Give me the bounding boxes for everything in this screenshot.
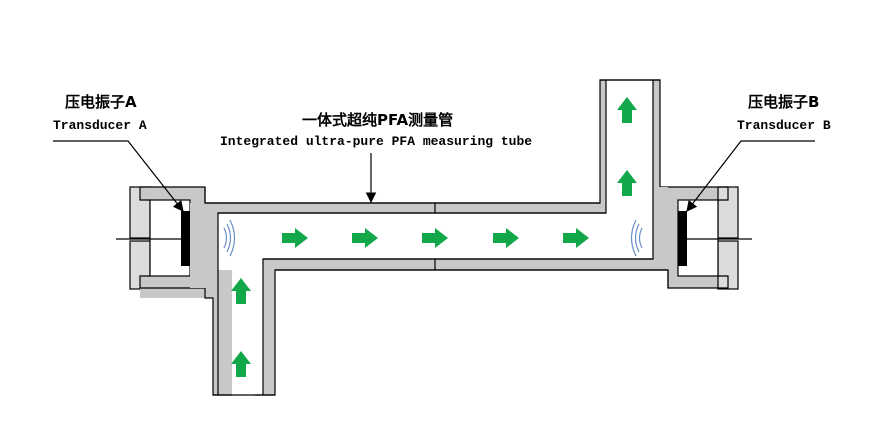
ultrasonic-wave-icon [223,219,236,257]
flow-arrow-icon [617,97,637,123]
leader-line-transducer-b [686,140,815,212]
flow-arrow-icon [563,228,589,248]
tube-label-en: Integrated ultra-pure PFA measuring tube [220,134,532,149]
transducer-b-element [678,211,687,266]
flow-arrow-icon [231,351,251,377]
transducer-a-label-en: Transducer A [53,118,147,133]
transducer-b-label-en: Transducer B [737,118,831,133]
transducer-b-label-zh: 压电振子B [748,93,819,111]
tube-lower-wall [263,259,653,270]
flow-arrow-icon [493,228,519,248]
flow-arrow-icon [231,278,251,304]
tube-label-zh: 一体式超纯PFA测量管 [302,111,453,129]
transducer-a-label-zh: 压电振子A [65,93,137,111]
flow-arrow-icon [422,228,448,248]
right-housing [653,80,752,290]
ultrasonic-wave-icon [630,219,643,257]
flow-arrow-icon [352,228,378,248]
leader-line-transducer-a [53,140,184,212]
transducer-a-element [181,211,190,266]
flow-arrow-icon [617,170,637,196]
flow-arrow-icon [282,228,308,248]
